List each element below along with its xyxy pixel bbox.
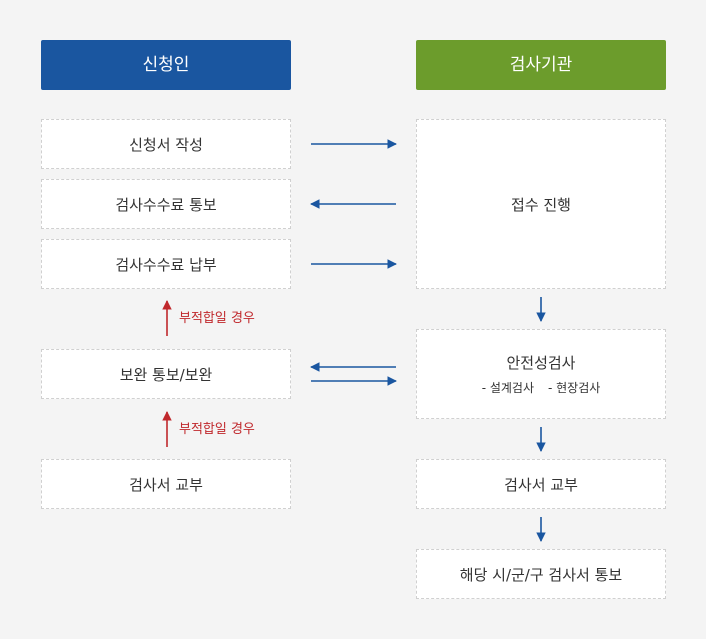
step-district-notification: 해당 시/군/구 검사서 통보 <box>416 549 666 599</box>
step-label: 보완 통보/보완 <box>119 365 213 384</box>
step-label: 검사서 교부 <box>129 475 203 494</box>
step-label: 검사수수료 통보 <box>115 195 217 214</box>
step-fee-notification: 검사수수료 통보 <box>41 179 291 229</box>
step-certificate-issued-agency: 검사서 교부 <box>416 459 666 509</box>
step-application-writing: 신청서 작성 <box>41 119 291 169</box>
step-label: 해당 시/군/구 검사서 통보 <box>459 565 623 584</box>
step-fee-payment: 검사수수료 납부 <box>41 239 291 289</box>
agency-header: 검사기관 <box>416 40 666 90</box>
step-label: 안전성검사 <box>506 354 576 372</box>
nonconformity-note: 부적합일 경우 <box>179 311 255 326</box>
step-label: 접수 진행 <box>511 195 571 214</box>
nonconformity-note: 부적합일 경우 <box>179 422 255 437</box>
inspection-subitems: - 설계검사 - 현장검사 <box>482 379 601 396</box>
step-label: 검사서 교부 <box>504 475 578 494</box>
site-inspection-label: - 현장검사 <box>548 381 601 395</box>
step-label: 신청서 작성 <box>129 135 203 154</box>
applicant-header: 신청인 <box>41 40 291 90</box>
step-safety-inspection: 안전성검사 - 설계검사 - 현장검사 <box>416 329 666 419</box>
design-inspection-label: - 설계검사 <box>481 381 534 395</box>
step-label: 검사수수료 납부 <box>115 255 217 274</box>
step-supplement: 보완 통보/보완 <box>41 349 291 399</box>
step-certificate-issued-applicant: 검사서 교부 <box>41 459 291 509</box>
step-reception: 접수 진행 <box>416 119 666 289</box>
